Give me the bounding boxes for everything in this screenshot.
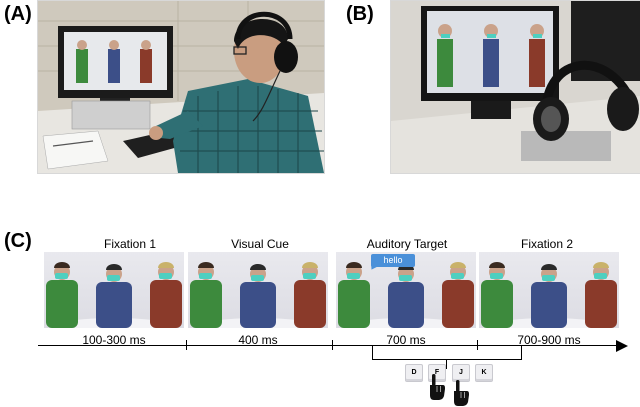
key-d: D [405,364,423,382]
right-pointing-hand-icon [454,380,469,406]
panel-label-b: (B) [346,3,374,25]
panel-label-a: (A) [4,3,32,25]
stage-label-visual-cue: Visual Cue [231,237,289,251]
stimulus-frame-visual-cue [188,252,328,328]
key-j: J [452,364,470,382]
duration-fixation-1: 100-300 ms [82,333,146,347]
stage-label-auditory-target: Auditory Target [366,237,448,251]
panel-label-c: (C) [4,230,32,252]
stage-label-fixation-1: Fixation 1 [103,237,157,251]
key-k: K [475,364,493,382]
timeline-arrowhead [616,340,628,352]
duration-visual-cue: 400 ms [238,333,278,347]
timeline-tick [332,340,333,350]
stage-label-fixation-2: Fixation 2 [520,237,574,251]
speech-bubble-hello: hello [371,254,415,267]
timeline-tick [477,340,478,350]
response-window-bracket [372,345,522,360]
duration-auditory-target: 700 ms [386,333,426,347]
photo-participant-at-computer [37,0,325,174]
timeline-axis [38,345,618,346]
photo-monitor-with-headphones [390,0,640,174]
timeline-tick [186,340,187,350]
stimulus-frame-fixation-2 [479,252,619,328]
stimulus-frame-auditory-target [336,252,476,328]
response-window-stem [446,359,447,369]
left-pointing-hand-icon [430,374,445,400]
stimulus-frame-fixation-1 [44,252,184,328]
duration-fixation-2: 700-900 ms [517,333,581,347]
